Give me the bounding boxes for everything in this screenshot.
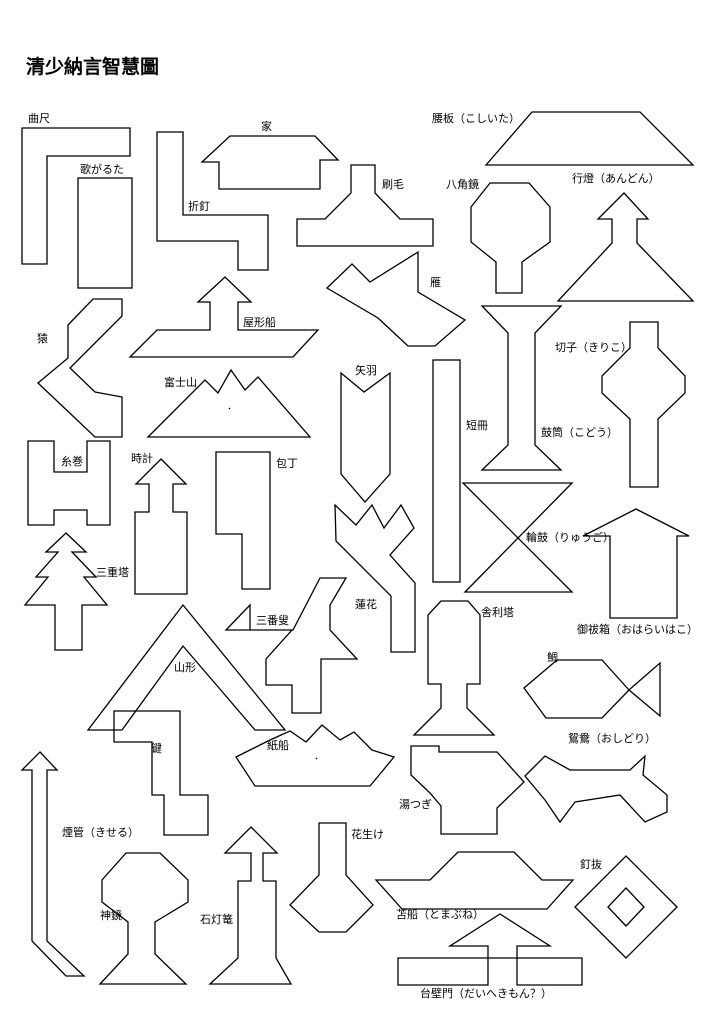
label-kiseru: 煙管（きせる） xyxy=(62,825,139,839)
label-yakatabune: 屋形船 xyxy=(243,315,276,329)
figure-shinkyo xyxy=(98,852,189,985)
figure-kagi xyxy=(113,710,209,836)
figure-shariito xyxy=(412,600,496,736)
figure-tsuzumizutsu xyxy=(480,305,563,471)
label-kamibune: 紙船 xyxy=(267,738,289,752)
figure-kuginuki xyxy=(574,855,678,959)
label-tai: 鯛 xyxy=(547,650,558,664)
label-hanaike: 花生け xyxy=(351,827,384,841)
label-tsuzumizutsu: 鼓筒（こどう） xyxy=(541,425,618,439)
label-sekkugi: 折釘 xyxy=(188,199,210,213)
figure-andon xyxy=(556,192,695,302)
figure-kari xyxy=(325,250,467,347)
figure-tanzaku xyxy=(432,359,461,583)
label-oshidori: 鴛鴦（おしどり） xyxy=(568,731,656,745)
label-oharaibako: 御祓箱（おはらいはこ） xyxy=(577,622,698,636)
figure-koshiita xyxy=(484,111,695,166)
label-itomaki: 糸巻 xyxy=(61,455,83,468)
label-sanbaso: 三番叟 xyxy=(256,614,289,627)
label-rinko: 輪鼓（りゅうご） xyxy=(526,530,614,544)
label-shariito: 舎利塔 xyxy=(481,606,514,619)
figure-sanjuto xyxy=(23,532,109,651)
label-kari: 雁 xyxy=(430,276,441,289)
label-hake: 刷毛 xyxy=(382,178,404,191)
figure-hakkakukyo xyxy=(470,182,551,294)
figure-renge xyxy=(334,503,416,653)
label-shinkyo: 神鏡 xyxy=(100,908,122,922)
figure-hanaike xyxy=(289,822,374,933)
figure-fujisan xyxy=(146,368,312,438)
figure-kamibune xyxy=(235,724,396,787)
figure-kiseru xyxy=(20,751,86,977)
label-kiriko: 切子（きりこ） xyxy=(555,341,632,354)
label-fujisan: 富士山 xyxy=(164,375,197,389)
figure-sekkugi xyxy=(156,131,269,271)
label-saru: 猿 xyxy=(37,331,48,345)
label-kyokushaku: 曲尺 xyxy=(28,112,50,125)
figure-tai xyxy=(523,659,661,719)
label-hocho: 包丁 xyxy=(276,457,298,470)
figure-yamagata xyxy=(86,603,287,731)
figure-yabane xyxy=(340,371,391,503)
label-tanzaku: 短冊 xyxy=(466,418,488,432)
figure-ie xyxy=(200,135,340,190)
label-yutsugi: 湯つぎ xyxy=(399,797,432,811)
figure-kiriko xyxy=(601,321,686,488)
label-renge: 蓮花 xyxy=(355,597,377,611)
label-tomabune: 苫船（とまぶね） xyxy=(396,907,484,921)
label-utagaruta: 歌がるた xyxy=(80,162,124,176)
figure-daihekimon xyxy=(397,913,583,986)
label-daihekimon: 台壁門（だいへきもん？） xyxy=(420,986,552,1000)
figure-tomabune xyxy=(374,851,575,910)
figure-sanbaso xyxy=(224,577,359,714)
label-kuginuki: 釘抜 xyxy=(580,857,602,871)
label-andon: 行燈（あんどん） xyxy=(572,171,660,185)
figure-oharaibako xyxy=(582,508,690,619)
figure-utagaruta xyxy=(77,177,133,289)
figure-oshidori xyxy=(524,754,668,824)
figure-yutsugi xyxy=(410,745,525,835)
figure-ishidoro xyxy=(208,826,293,985)
label-kagi: 鍵 xyxy=(151,741,162,755)
label-ie: 家 xyxy=(261,119,272,133)
figure-yakatabune xyxy=(128,276,320,358)
label-tokei: 時計 xyxy=(131,451,153,465)
figure-kyokushaku xyxy=(21,127,131,265)
figure-tokei xyxy=(134,458,188,595)
label-ishidoro: 石灯篭 xyxy=(200,912,233,926)
label-yamagata: 山形 xyxy=(174,661,196,674)
figure-saru xyxy=(37,298,123,438)
label-sanjuto: 三重塔 xyxy=(96,565,129,579)
figure-itomaki xyxy=(27,440,111,526)
label-koshiita: 腰板（こしいた） xyxy=(432,111,520,125)
figure-hocho xyxy=(215,451,271,590)
figure-hake xyxy=(296,164,434,247)
label-hakkakukyo: 八角鏡 xyxy=(446,177,479,191)
label-yabane: 矢羽 xyxy=(355,363,377,377)
figure-rinko xyxy=(461,482,574,593)
page-title: 清少納言智慧圖 xyxy=(26,55,159,78)
